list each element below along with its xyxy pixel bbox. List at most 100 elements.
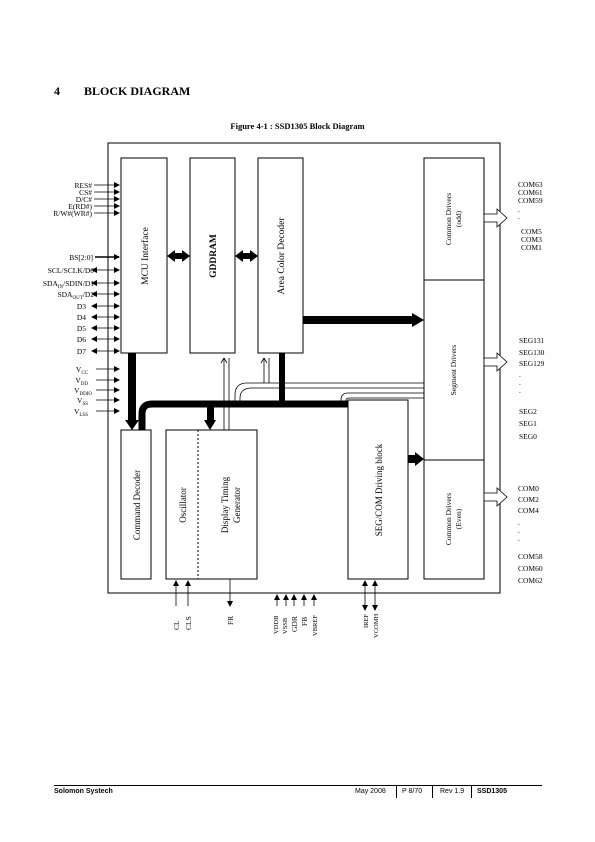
footer-part: SSD1305: [477, 788, 507, 795]
dots-seg-3: .: [519, 386, 521, 395]
right-pin-labels: COM63 COM61 COM59 . . COM5 COM3 COM1 SEG…: [518, 180, 545, 585]
section-title: BLOCK DIAGRAM: [84, 84, 191, 98]
pin-vdd: VDD: [75, 376, 88, 387]
mcu-interface-label: MCU Interface: [140, 227, 151, 285]
pin-com0: COM0: [518, 484, 539, 493]
pin-fb: FB: [300, 617, 309, 626]
pin-erd: E(RD#): [68, 202, 92, 211]
dots-com-odd-2: .: [518, 212, 520, 221]
pin-com59: COM59: [518, 196, 543, 205]
pin-d4: D4: [77, 313, 86, 322]
pin-com58: COM58: [518, 552, 543, 561]
mcu-interface-block: [120, 157, 168, 354]
pin-com5: COM5: [521, 227, 542, 236]
pin-d7: D7: [77, 347, 86, 356]
footer-company: Solomon Systech: [54, 788, 113, 795]
dots-com-even-1: .: [518, 518, 520, 527]
bus-mcu-command: [125, 353, 139, 430]
pin-vss: VSS: [77, 396, 88, 407]
segment-drivers-label: Segment Drivers: [449, 345, 458, 396]
command-decoder-label: Command Decoder: [132, 470, 142, 540]
pin-d3: D3: [77, 302, 86, 311]
dots-seg-2: .: [519, 378, 521, 387]
pin-sda-out: SDAOUT/D2: [57, 290, 94, 301]
gddram-block: [189, 157, 236, 354]
area-color-decoder-block: [257, 157, 304, 354]
footer-rev: Rev 1.9: [440, 788, 465, 795]
bus-mcu-gddram: [167, 250, 190, 262]
dots-seg-1: .: [519, 370, 521, 379]
command-decoder-block: [120, 429, 152, 580]
pin-vddb: VDDB: [273, 615, 280, 634]
pin-vddio: VDDIO: [74, 386, 92, 397]
area-color-decoder-label: Area Color Decoder: [277, 217, 287, 295]
common-drivers-even-sub: (Even): [454, 508, 463, 529]
bus-area-segment: [303, 313, 424, 327]
common-drivers-even-label: Common Drivers: [444, 493, 453, 545]
pin-dc: D/C#: [76, 195, 93, 204]
footer-rule: [54, 785, 542, 786]
footer-page: P 8/70: [402, 788, 423, 795]
pin-cl: CL: [172, 620, 181, 630]
pin-com3: COM3: [521, 235, 542, 244]
pin-vcomh: VCOMH: [373, 613, 380, 638]
segment-drivers-block: [423, 279, 485, 461]
footer-sep-3: [471, 786, 472, 798]
pin-seg129: SEG129: [519, 359, 545, 368]
pin-vcc: VCC: [76, 365, 89, 376]
pin-com63: COM63: [518, 180, 543, 189]
pin-sda-in: SDAIN/SDIN/D1: [43, 279, 94, 290]
pin-com4: COM4: [518, 506, 539, 515]
pin-com1: COM1: [521, 243, 542, 252]
pin-seg2: SEG2: [519, 407, 537, 416]
pin-d5: D5: [77, 324, 86, 333]
pin-com61: COM61: [518, 188, 543, 197]
pin-seg1: SEG1: [519, 419, 537, 428]
pin-com60: COM60: [518, 564, 543, 573]
oscillator-timing-block: [165, 429, 258, 580]
footer-sep-1: [396, 786, 397, 798]
oscillator-label: Oscillator: [178, 487, 188, 523]
bus-command-main: [138, 400, 348, 430]
pin-seg131: SEG131: [519, 336, 545, 345]
display-timing-label-2: Generator: [232, 487, 242, 523]
bottom-pin-arrows: [173, 579, 378, 611]
pin-fr: FR: [226, 616, 235, 625]
left-pin-arrows: [91, 182, 120, 414]
display-timing-label-1: Display Timing: [220, 476, 230, 533]
pin-vbref: VBREF: [312, 615, 319, 636]
bus-segcom-drivers: [408, 452, 424, 466]
pin-rw: R/W#(WR#): [53, 209, 92, 218]
common-drivers-even-block: [423, 459, 485, 580]
pin-cls: CLS: [184, 616, 193, 630]
common-drivers-odd-sub: (odd): [454, 210, 463, 227]
pin-cs: CS#: [79, 188, 92, 197]
dots-com-even-2: .: [518, 526, 520, 535]
pin-bs: BS[2:0]: [69, 253, 93, 262]
gddram-label: GDDRAM: [209, 234, 219, 278]
footer-sep-2: [432, 786, 433, 798]
pin-com2: COM2: [518, 495, 539, 504]
left-pin-labels: RES# CS# D/C# E(RD#) R/W#(WR#) BS[2:0] S…: [43, 181, 94, 418]
figure-caption: Figure 4-1 : SSD1305 Block Diagram: [230, 121, 365, 131]
dots-com-odd-1: .: [518, 205, 520, 214]
common-drivers-odd-label: Common Drivers: [444, 193, 453, 245]
pin-scl: SCL/SCLK/D0: [48, 266, 95, 275]
pin-d6: D6: [77, 335, 86, 344]
timing-feedback-lines: [220, 357, 424, 430]
pin-vssb: VSSB: [282, 617, 289, 634]
pin-res: RES#: [74, 181, 92, 190]
bus-area-down: [279, 353, 285, 405]
section-heading: 4 BLOCK DIAGRAM: [54, 84, 190, 99]
pin-com62: COM62: [518, 576, 543, 585]
dots-com-even-3: .: [518, 534, 520, 543]
segcom-driving-label: SEG/COM Driving block: [374, 443, 384, 536]
section-number: 4: [54, 84, 60, 98]
segcom-driving-block: [347, 399, 409, 580]
pin-seg130: SEG130: [519, 348, 545, 357]
output-arrows: [483, 208, 508, 507]
pin-seg0: SEG0: [519, 432, 537, 441]
pin-vlss: VLSS: [74, 407, 88, 418]
bus-to-timing: [204, 404, 216, 430]
